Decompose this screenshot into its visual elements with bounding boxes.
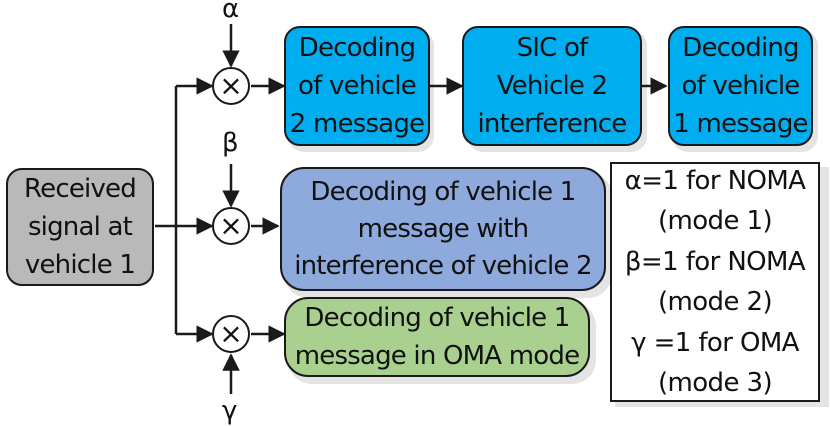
multiplier-alpha: × [212, 67, 250, 105]
received-signal-box: Received signal at vehicle 1 [6, 168, 154, 286]
alpha-label: α [222, 0, 240, 24]
legend-line-1: α=1 for NOMA [624, 165, 806, 196]
noma-mode2-box: Decoding of vehicle 1 message with inter… [280, 167, 606, 291]
mode-legend: α=1 for NOMA (mode 1) β=1 for NOMA (mode… [610, 162, 820, 402]
multiplier-gamma: × [212, 315, 250, 353]
gamma-label: γ [222, 396, 238, 426]
decode-vehicle2-box: Decoding of vehicle 2 message [284, 26, 430, 146]
beta-label: β [222, 128, 239, 158]
legend-line-6: (mode 3) [657, 368, 773, 398]
oma-mode3-box: Decoding of vehicle 1 message in OMA mod… [284, 297, 590, 377]
legend-line-5: γ =1 for OMA [631, 327, 799, 358]
multiplier-beta: × [212, 207, 250, 245]
sic-vehicle2-box: SIC of Vehicle 2 interference [462, 26, 642, 146]
legend-line-4: (mode 2) [657, 287, 773, 317]
legend-line-3: β=1 for NOMA [624, 246, 806, 277]
decode-vehicle1-box: Decoding of vehicle 1 message [668, 26, 813, 146]
legend-line-2: (mode 1) [657, 206, 773, 236]
